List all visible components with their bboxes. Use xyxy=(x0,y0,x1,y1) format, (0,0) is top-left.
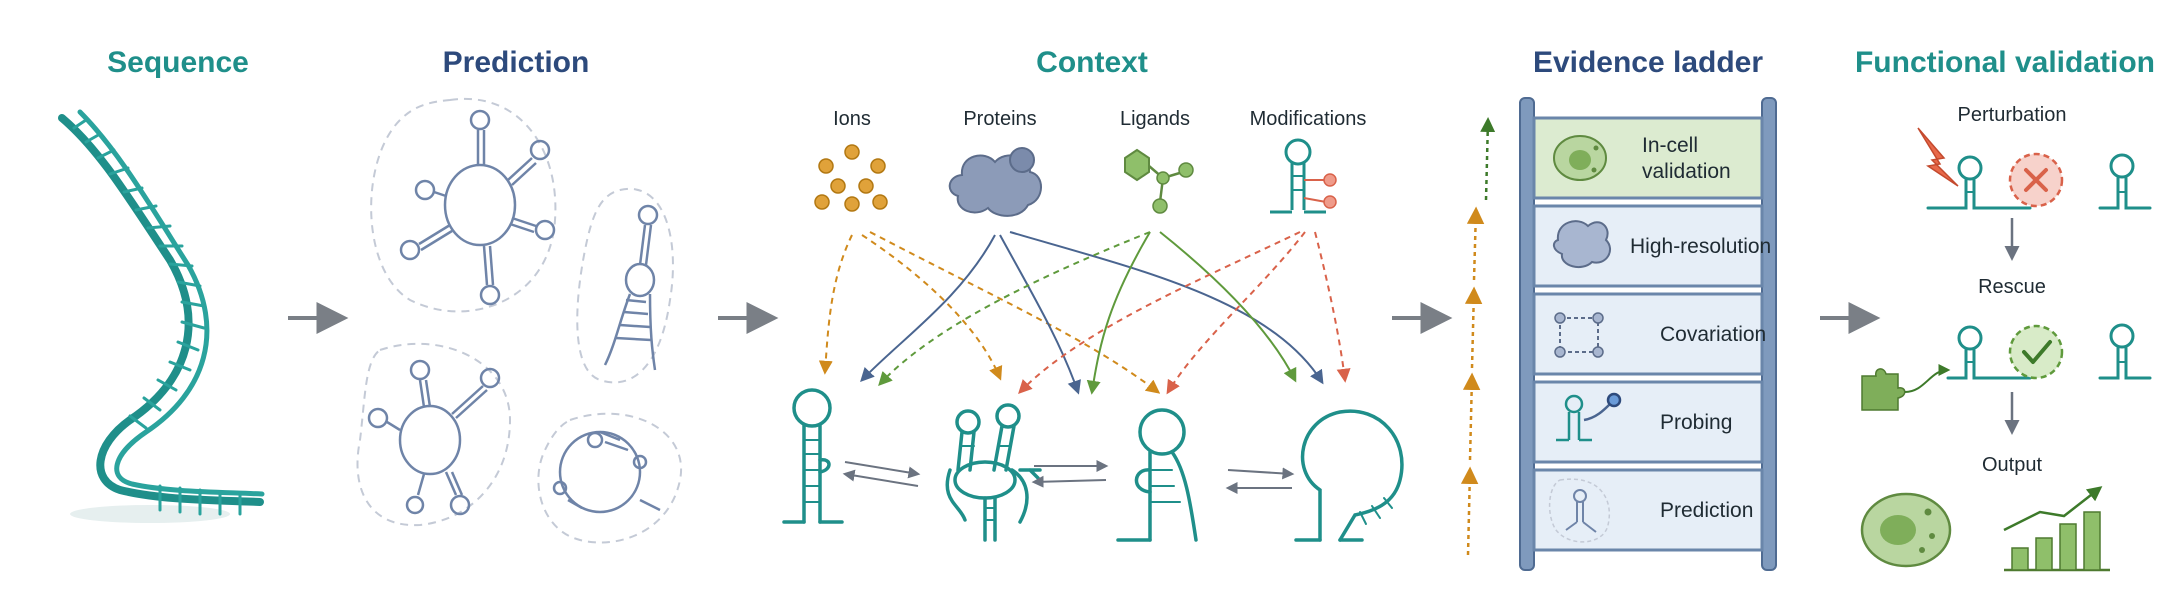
lightning-icon xyxy=(1917,127,1959,187)
factor-label-ions: Ions xyxy=(833,108,871,130)
context-influence-arrows xyxy=(818,231,1351,395)
perturbed-rna xyxy=(1926,153,2152,210)
stage-title-prediction: Prediction xyxy=(443,46,590,79)
check-icon xyxy=(2008,324,2064,380)
rung-label-probing: Probing xyxy=(1660,411,1732,434)
stage-title-sequence: Sequence xyxy=(107,46,249,79)
cell-icon xyxy=(1553,135,1607,181)
stage-title-evidence-ladder: Evidence ladder xyxy=(1533,46,1763,79)
rung-label-prediction: Prediction xyxy=(1660,499,1753,522)
rung-label-in-cell-line2: validation xyxy=(1642,160,1731,183)
helix-base-pairs xyxy=(72,118,242,516)
bar-chart-icon xyxy=(2003,486,2110,572)
ion-icon xyxy=(814,144,888,212)
cross-icon xyxy=(2008,152,2064,208)
rescue-arrow xyxy=(1904,364,1951,393)
factor-label-proteins: Proteins xyxy=(963,108,1036,130)
covariation-icon xyxy=(1554,312,1604,358)
ligand-icon xyxy=(1124,148,1194,214)
stage-title-functional-validation: Functional validation xyxy=(1855,46,2155,79)
rung-label-high-resolution: High-resolution xyxy=(1630,235,1771,258)
prediction-sketch-icon xyxy=(1548,478,1610,543)
rescued-rna xyxy=(1946,323,2152,380)
modification-icon xyxy=(1270,138,1337,214)
factor-label-modifications: Modifications xyxy=(1250,108,1367,130)
rung-covariation xyxy=(1532,292,1764,376)
factor-label-ligands: Ligands xyxy=(1120,108,1190,130)
rung-label-covariation: Covariation xyxy=(1660,323,1766,346)
step-label-rescue: Rescue xyxy=(1978,276,2046,298)
equilibrium-arrows xyxy=(842,460,1295,494)
rung-label-in-cell: In-cell validation xyxy=(1642,134,1731,183)
evidence-ladder: In-cell validation High-resolution Covari… xyxy=(1460,97,1777,571)
step-label-perturbation: Perturbation xyxy=(1958,104,2067,126)
protein-icon xyxy=(948,147,1042,217)
prediction-ensemble xyxy=(356,97,683,544)
probing-icon xyxy=(1556,392,1622,442)
high-resolution-structure-icon xyxy=(1552,220,1611,269)
step-label-output: Output xyxy=(1982,454,2042,476)
rung-prediction xyxy=(1532,468,1764,552)
rna-helix-icon xyxy=(58,109,265,523)
stage-title-context: Context xyxy=(1036,46,1148,79)
puzzle-icon xyxy=(1861,368,1906,411)
output-cell-icon xyxy=(1860,492,1952,568)
evidence-progress-arrows xyxy=(1460,117,1496,556)
rung-label-in-cell-line1: In-cell xyxy=(1642,134,1698,157)
conformer-ensemble xyxy=(782,388,1404,542)
